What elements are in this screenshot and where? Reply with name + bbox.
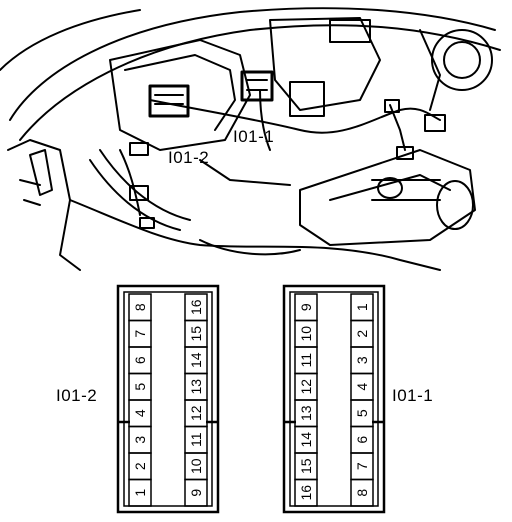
pin-number: 1 [132, 489, 148, 497]
pin-number: 4 [354, 383, 370, 391]
callout-i01-1: I01-1 [233, 127, 275, 146]
connector-left-shell [116, 284, 220, 514]
pin-number: 5 [354, 409, 370, 417]
pin-number: 13 [188, 379, 204, 395]
pin-number: 3 [132, 436, 148, 444]
pin-number: 11 [188, 432, 204, 447]
pin-number: 15 [298, 458, 314, 474]
dashboard-illustration [0, 7, 501, 271]
pin-number: 13 [298, 405, 314, 421]
pin-number: 4 [132, 409, 148, 417]
pin-number: 2 [132, 462, 148, 470]
pin-number: 15 [188, 326, 204, 342]
pin-number: 3 [354, 356, 370, 364]
connector-left-label: I01-2 [56, 386, 98, 405]
pin-number: 8 [132, 303, 148, 311]
pin-cell [350, 478, 374, 507]
connector-right-shell [282, 284, 386, 514]
pin-number: 2 [354, 330, 370, 338]
pin-number: 12 [298, 379, 314, 395]
pin-number: 16 [188, 299, 204, 315]
callout-i01-2: I01-2 [168, 148, 210, 167]
pin-number: 8 [354, 489, 370, 497]
pin-number: 6 [354, 436, 370, 444]
pin-cell [184, 478, 208, 507]
pin-number: 14 [298, 432, 314, 448]
pin-number: 9 [298, 303, 314, 311]
connector-faces: 8765432116151413121110991011121314151612… [116, 284, 386, 514]
pin-number: 9 [188, 489, 204, 497]
pin-number: 12 [188, 405, 204, 421]
pin-number: 16 [298, 485, 314, 501]
pin-cell [294, 478, 318, 507]
pin-number: 5 [132, 383, 148, 391]
connector-right-label: I01-1 [392, 386, 434, 405]
pin-number: 6 [132, 356, 148, 364]
pin-number: 11 [298, 353, 314, 368]
pin-number: 7 [132, 330, 148, 338]
pin-number: 14 [188, 352, 204, 368]
pin-number: 10 [298, 326, 314, 342]
pin-number: 10 [188, 458, 204, 474]
pin-cell [128, 478, 152, 507]
pin-number: 1 [354, 303, 370, 311]
pin-number: 7 [354, 462, 370, 470]
